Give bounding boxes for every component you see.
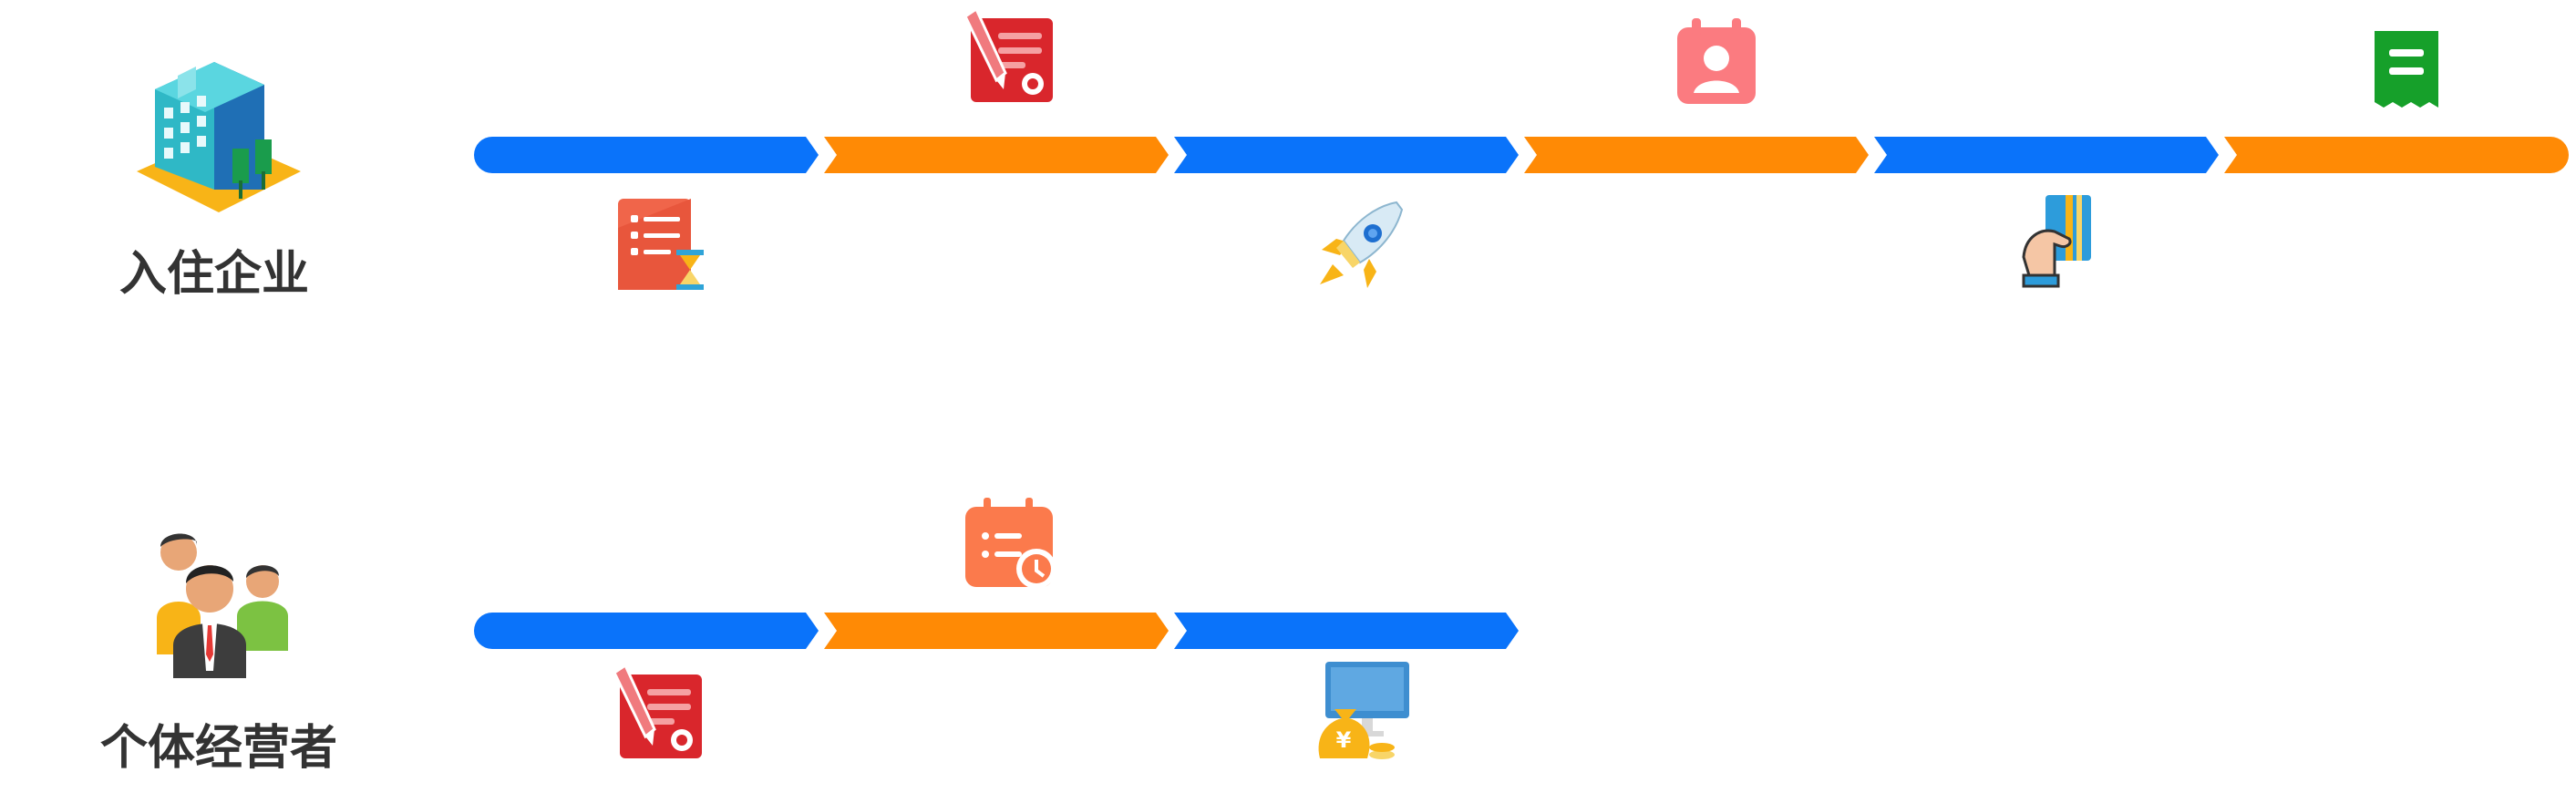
contact-card-icon	[1666, 15, 1767, 115]
timeline-individual	[474, 613, 1519, 649]
timeline-segment-0-6	[2224, 137, 2569, 173]
document-hourglass-icon	[611, 191, 711, 292]
actor-label-individual: 个体经营者	[99, 721, 337, 776]
timeline-segment-0-2	[824, 137, 1169, 173]
timeline-segment-0-3	[1174, 137, 1519, 173]
timeline-segment-0-5	[1874, 137, 2219, 173]
svg-text:¥: ¥	[1336, 727, 1352, 753]
actor-label-company: 入住企业	[118, 247, 309, 302]
signed-certificate-icon	[611, 663, 711, 764]
receipt-icon	[2356, 24, 2457, 124]
people-group-icon	[137, 518, 310, 700]
calendar-clock-icon	[962, 494, 1062, 594]
timeline-segment-0-1	[474, 137, 819, 173]
office-building-icon	[128, 35, 310, 226]
timeline-company	[474, 137, 2569, 173]
rocket-icon	[1313, 193, 1413, 294]
timeline-segment-1-2	[824, 613, 1169, 649]
card-payment-icon	[2014, 191, 2115, 292]
timeline-segment-1-1	[474, 613, 819, 649]
signed-certificate-icon	[962, 6, 1062, 108]
money-computer-icon: ¥	[1311, 660, 1411, 760]
timeline-segment-0-4	[1524, 137, 1869, 173]
timeline-segment-1-3	[1174, 613, 1519, 649]
